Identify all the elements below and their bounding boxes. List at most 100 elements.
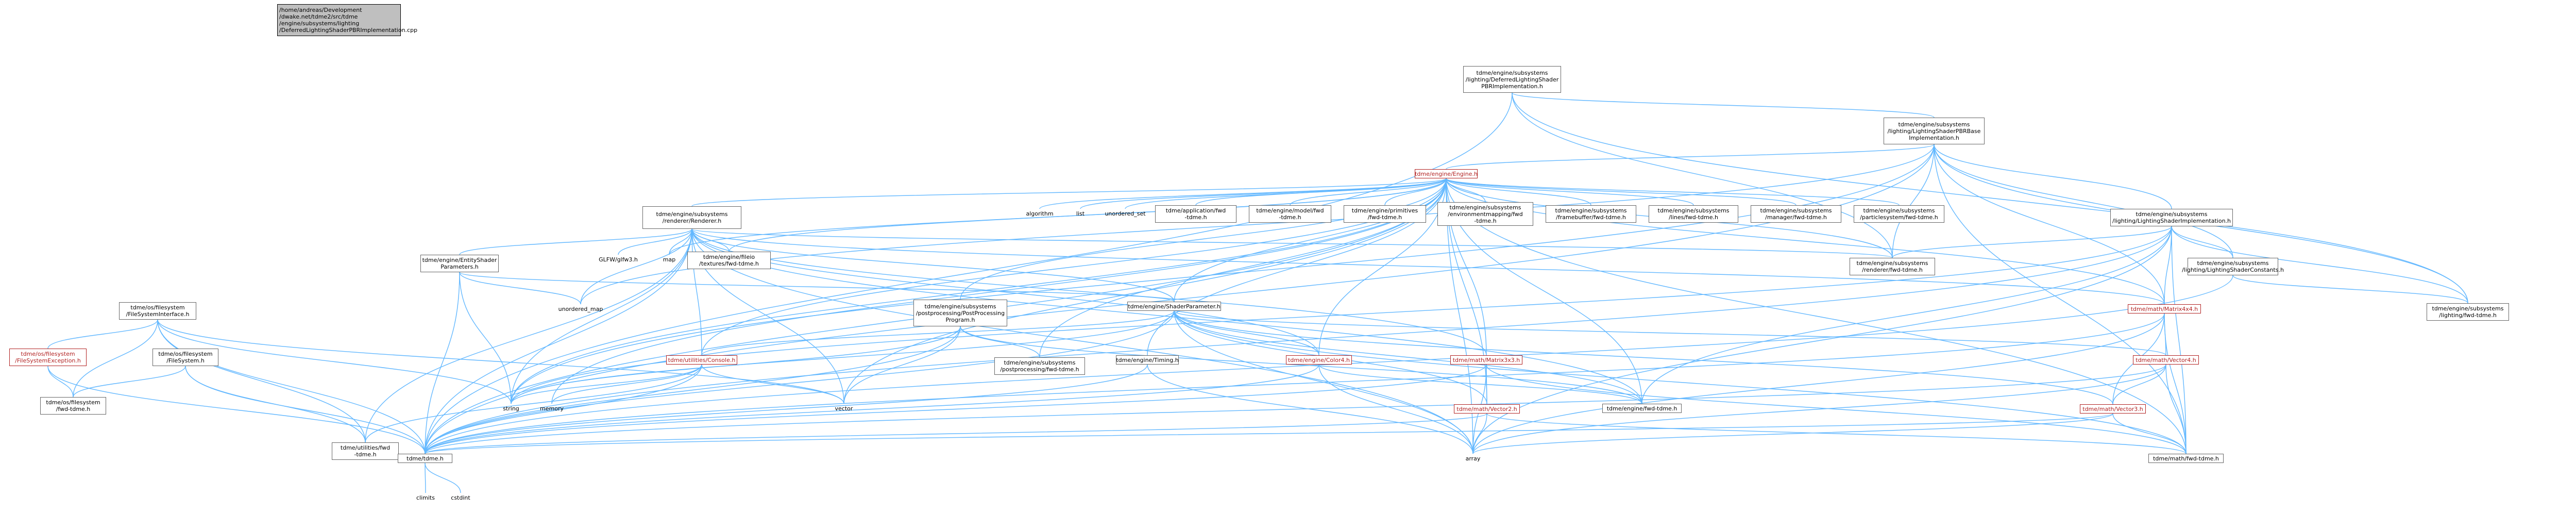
node-memory[interactable]: memory xyxy=(540,405,564,412)
node-lighting-pbr-base-h[interactable]: tdme/engine/subsystems /lighting/Lightin… xyxy=(1884,118,1985,144)
node-algorithm[interactable]: algorithm xyxy=(1026,210,1054,217)
node-matrix3x3-h[interactable]: tdme/math/Matrix3x3.h xyxy=(1450,355,1522,365)
node-model-fwd-h[interactable]: tdme/engine/model/fwd -tdme.h xyxy=(1249,205,1331,223)
edge-shader-param-h-to-vector3-h xyxy=(1174,310,2113,405)
edge-color4-h-to-array xyxy=(1318,364,1473,454)
edge-lighting-pbr-base-h-to-math-fwd-h xyxy=(1934,144,2187,454)
node-array[interactable]: array xyxy=(1465,455,1481,462)
edge-engine-h-to-model-fwd-h xyxy=(1290,178,1447,206)
edge-lighting-const-h-to-lighting-fwd-h xyxy=(2232,275,2468,304)
edge-lighting-pbr-base-h-to-renderer-fwd-h xyxy=(1892,144,1935,258)
node-fs-h[interactable]: tdme/os/filesystem /FileSystem.h xyxy=(152,349,218,366)
node-fs-exception-h[interactable]: tdme/os/filesystem /FileSystemException.… xyxy=(9,349,87,366)
node-string[interactable]: string xyxy=(503,405,519,412)
edge-color4-h-to-engine-fwd-h xyxy=(1318,364,1642,404)
node-matrix4x4-h[interactable]: tdme/math/Matrix4x4.h xyxy=(2128,304,2201,313)
edge-console-h-to-memory xyxy=(551,364,702,404)
node-particlesystem-fwd-h[interactable]: tdme/engine/subsystems /particlesystem/f… xyxy=(1854,205,1944,223)
edge-console-h-to-utils-fwd-h xyxy=(365,364,702,443)
node-list[interactable]: list xyxy=(1076,210,1085,217)
edge-vector2-h-to-math-fwd-h xyxy=(1486,413,2187,454)
edge-engine-h-to-postprocessing-program-h xyxy=(960,178,1447,300)
node-cstdint[interactable]: cstdint xyxy=(451,494,470,501)
edge-deferred-pbr-h-to-lighting-pbr-base-h xyxy=(1512,92,1935,118)
node-entity-shader-params-h[interactable]: tdme/engine/EntityShader Parameters.h xyxy=(420,255,499,272)
edge-deferred-pbr-h-to-renderer-fwd-h xyxy=(1512,92,1893,258)
node-root-file[interactable]: /home/andreas/Development /dwake.net/tdm… xyxy=(277,4,417,36)
node-console-h[interactable]: tdme/utilities/Console.h xyxy=(666,355,737,365)
node-utils-fwd-h[interactable]: tdme/utilities/fwd -tdme.h xyxy=(332,442,399,460)
edge-engine-h-to-map xyxy=(669,178,1447,255)
node-timing-h[interactable]: tdme/engine/Timing.h xyxy=(1116,355,1179,365)
edge-lighting-pbr-base-h-to-unordered-map xyxy=(580,144,1935,305)
edge-matrix3x3-h-to-math-fwd-h xyxy=(1486,364,2187,454)
edge-matrix4x4-h-to-tdme-h xyxy=(425,313,2165,454)
node-renderer-fwd-h[interactable]: tdme/engine/subsystems /renderer/fwd-tdm… xyxy=(1850,258,1935,275)
node-tdme-h[interactable]: tdme/tdme.h xyxy=(398,454,452,463)
node-glfw[interactable]: GLFW/glfw3.h xyxy=(599,256,638,263)
edge-renderer-h-to-tdme-h xyxy=(425,228,692,454)
edge-entity-shader-params-h-to-string xyxy=(459,272,512,404)
node-primitives-fwd-h[interactable]: tdme/engine/primitives /fwd-tdme.h xyxy=(1344,205,1426,223)
node-fs-interface-h[interactable]: tdme/os/filesystem /FileSystemInterface.… xyxy=(119,302,196,320)
node-unordered-set[interactable]: unordered_set xyxy=(1105,210,1146,217)
node-vector[interactable]: vector xyxy=(835,405,853,412)
edge-engine-h-to-particlesystem-fwd-h xyxy=(1446,178,1900,206)
edge-postprocessing-program-h-to-vector xyxy=(843,326,961,404)
node-map[interactable]: map xyxy=(663,256,676,263)
edge-engine-h-to-renderer-h xyxy=(691,178,1447,207)
node-textures-fwd-h[interactable]: tdme/engine/fileio /textures/fwd-tdme.h xyxy=(687,252,771,269)
edge-timing-h-to-tdme-h xyxy=(425,364,1148,454)
node-engine-h[interactable]: tdme/engine/Engine.h xyxy=(1415,169,1478,178)
node-vector2-h[interactable]: tdme/math/Vector2.h xyxy=(1454,404,1520,414)
node-application-fwd-h[interactable]: tdme/application/fwd -tdme.h xyxy=(1155,205,1236,223)
edge-engine-h-to-framebuffer-fwd-h xyxy=(1446,178,1591,206)
node-unordered-map[interactable]: unordered_map xyxy=(558,305,603,312)
edge-renderer-h-to-entity-shader-params-h xyxy=(459,228,692,255)
node-vector3-h[interactable]: tdme/math/Vector3.h xyxy=(2080,404,2146,414)
edge-engine-h-to-timing-h xyxy=(1147,178,1447,356)
node-color4-h[interactable]: tdme/engine/Color4.h xyxy=(1286,355,1352,365)
edge-vector4-h-to-math-fwd-h xyxy=(2165,364,2187,454)
node-manager-fwd-h[interactable]: tdme/engine/subsystems /manager/fwd-tdme… xyxy=(1751,205,1841,223)
node-framebuffer-fwd-h[interactable]: tdme/engine/subsystems /framebuffer/fwd-… xyxy=(1546,205,1636,223)
node-shader-param-h[interactable]: tdme/engine/ShaderParameter.h xyxy=(1127,302,1221,311)
edge-matrix3x3-h-to-tdme-h xyxy=(425,364,1487,454)
node-math-fwd-h[interactable]: tdme/math/fwd-tdme.h xyxy=(2148,454,2224,463)
edge-vector2-h-to-tdme-h xyxy=(425,413,1487,454)
edge-lighting-impl-h-to-engine-fwd-h xyxy=(1641,226,2172,404)
node-renderer-h[interactable]: tdme/engine/subsystems /renderer/Rendere… xyxy=(642,206,741,229)
edge-renderer-h-to-matrix4x4-h xyxy=(691,228,2165,305)
edge-engine-h-to-lines-fwd-h xyxy=(1446,178,1694,206)
edge-timing-h-to-array xyxy=(1147,364,1473,454)
edge-vector4-h-to-array xyxy=(1472,364,2166,454)
edge-lighting-impl-h-to-lighting-fwd-h xyxy=(2171,226,2468,304)
edge-console-h-to-tdme-h xyxy=(425,364,702,454)
node-fs-fwd-h[interactable]: tdme/os/filesystem /fwd-tdme.h xyxy=(40,397,106,415)
node-envmapping-fwd-h[interactable]: tdme/engine/subsystems /environmentmappi… xyxy=(1437,202,1533,226)
edge-postprocessing-program-h-to-postprocessing-fwd-h xyxy=(960,326,1040,358)
node-climits[interactable]: climits xyxy=(416,494,435,501)
node-deferred-pbr-h[interactable]: tdme/engine/subsystems /lighting/Deferre… xyxy=(1463,66,1561,93)
node-engine-fwd-h[interactable]: tdme/engine/fwd-tdme.h xyxy=(1602,404,1682,413)
node-lines-fwd-h[interactable]: tdme/engine/subsystems /lines/fwd-tdme.h xyxy=(1649,205,1738,223)
node-lighting-impl-h[interactable]: tdme/engine/subsystems /lighting/Lightin… xyxy=(2110,209,2233,226)
edge-shader-param-h-to-math-fwd-h xyxy=(1174,310,2187,454)
edge-renderer-h-to-shader-param-h xyxy=(691,228,1175,302)
edge-lighting-impl-h-to-tdme-h xyxy=(425,226,2172,454)
edge-engine-h-to-math-fwd-h xyxy=(1446,178,2187,454)
node-vector4-h[interactable]: tdme/math/Vector4.h xyxy=(2133,355,2199,365)
edge-tdme-h-to-cstdint xyxy=(425,463,461,493)
node-postprocessing-fwd-h[interactable]: tdme/engine/subsystems /postprocessing/f… xyxy=(994,357,1085,375)
node-postprocessing-program-h[interactable]: tdme/engine/subsystems /postprocessing/P… xyxy=(913,300,1007,326)
edge-lighting-pbr-base-h-to-matrix4x4-h xyxy=(1934,144,2165,305)
edge-entity-shader-params-h-to-tdme-h xyxy=(425,272,460,454)
edge-fs-exception-h-to-tdme-h xyxy=(47,366,426,454)
node-lighting-const-h[interactable]: tdme/engine/subsystems /lighting/Lightin… xyxy=(2182,258,2284,275)
edge-shader-param-h-to-engine-fwd-h xyxy=(1174,310,1642,404)
edge-fs-interface-h-to-string xyxy=(157,319,512,404)
edge-fs-interface-h-to-vector xyxy=(157,319,844,404)
node-lighting-fwd-h[interactable]: tdme/engine/subsystems /lighting/fwd-tdm… xyxy=(2427,303,2509,321)
